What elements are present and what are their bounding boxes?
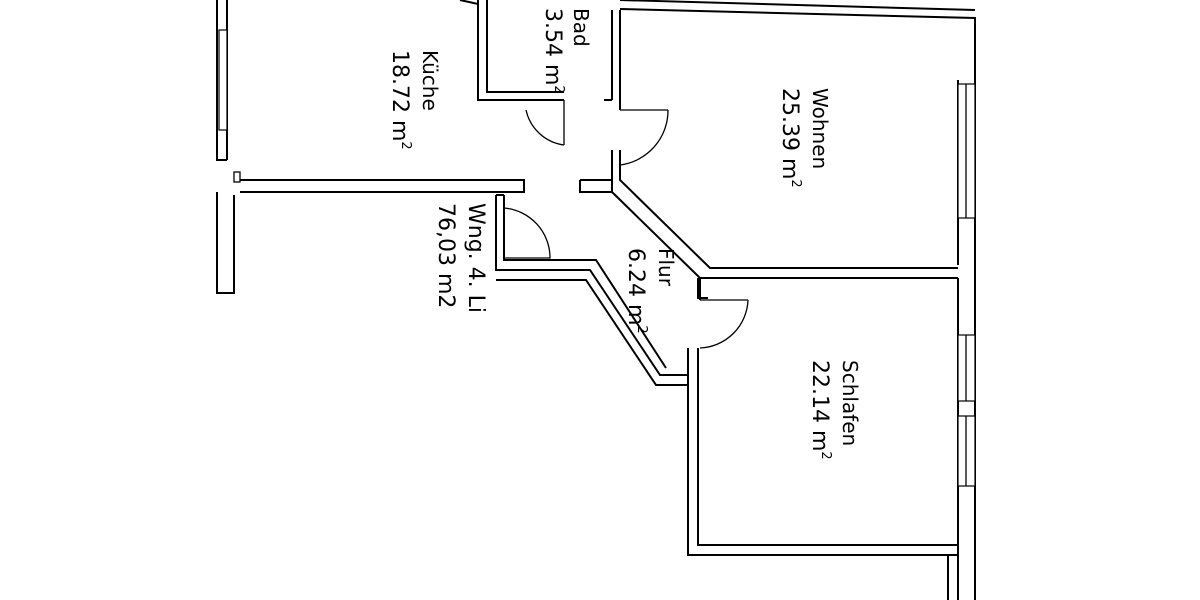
room-label-flur: Flur 6.24 m2 <box>623 248 678 334</box>
room-label-bad: Bad 3.54 m2 <box>540 8 593 94</box>
room-name-bad: Bad <box>569 8 593 47</box>
door-wohnen <box>619 109 669 166</box>
room-area-kueche: 18.72 m2 <box>387 50 413 150</box>
room-area-bad: 3.54 m2 <box>540 8 566 94</box>
door-schlafen <box>699 299 749 349</box>
apartment-name: Wng. 4. Li <box>463 203 488 313</box>
room-area-schlafen: 22.14 m2 <box>807 360 833 460</box>
door-bad <box>525 100 565 146</box>
room-name-flur: Flur <box>654 248 678 287</box>
apartment-label: Wng. 4. Li 76,03 m2 <box>433 203 488 313</box>
windows-right <box>218 29 976 487</box>
room-area-flur: 6.24 m2 <box>623 248 649 334</box>
window-kueche <box>218 29 228 131</box>
apartment-area: 76,03 m2 <box>433 203 458 308</box>
room-name-kueche: Küche <box>418 50 442 111</box>
room-name-schlafen: Schlafen <box>838 360 862 446</box>
doors <box>503 100 749 349</box>
room-label-kueche: Küche 18.72 m2 <box>387 50 442 150</box>
door-flur <box>503 207 551 259</box>
outer-walls <box>216 0 976 600</box>
room-area-wohnen: 25.39 m2 <box>777 88 803 188</box>
room-name-wohnen: Wohnen <box>808 88 832 169</box>
interior-walls <box>240 0 958 600</box>
room-label-wohnen: Wohnen 25.39 m2 <box>777 88 832 188</box>
room-label-schlafen: Schlafen 22.14 m2 <box>807 360 862 460</box>
